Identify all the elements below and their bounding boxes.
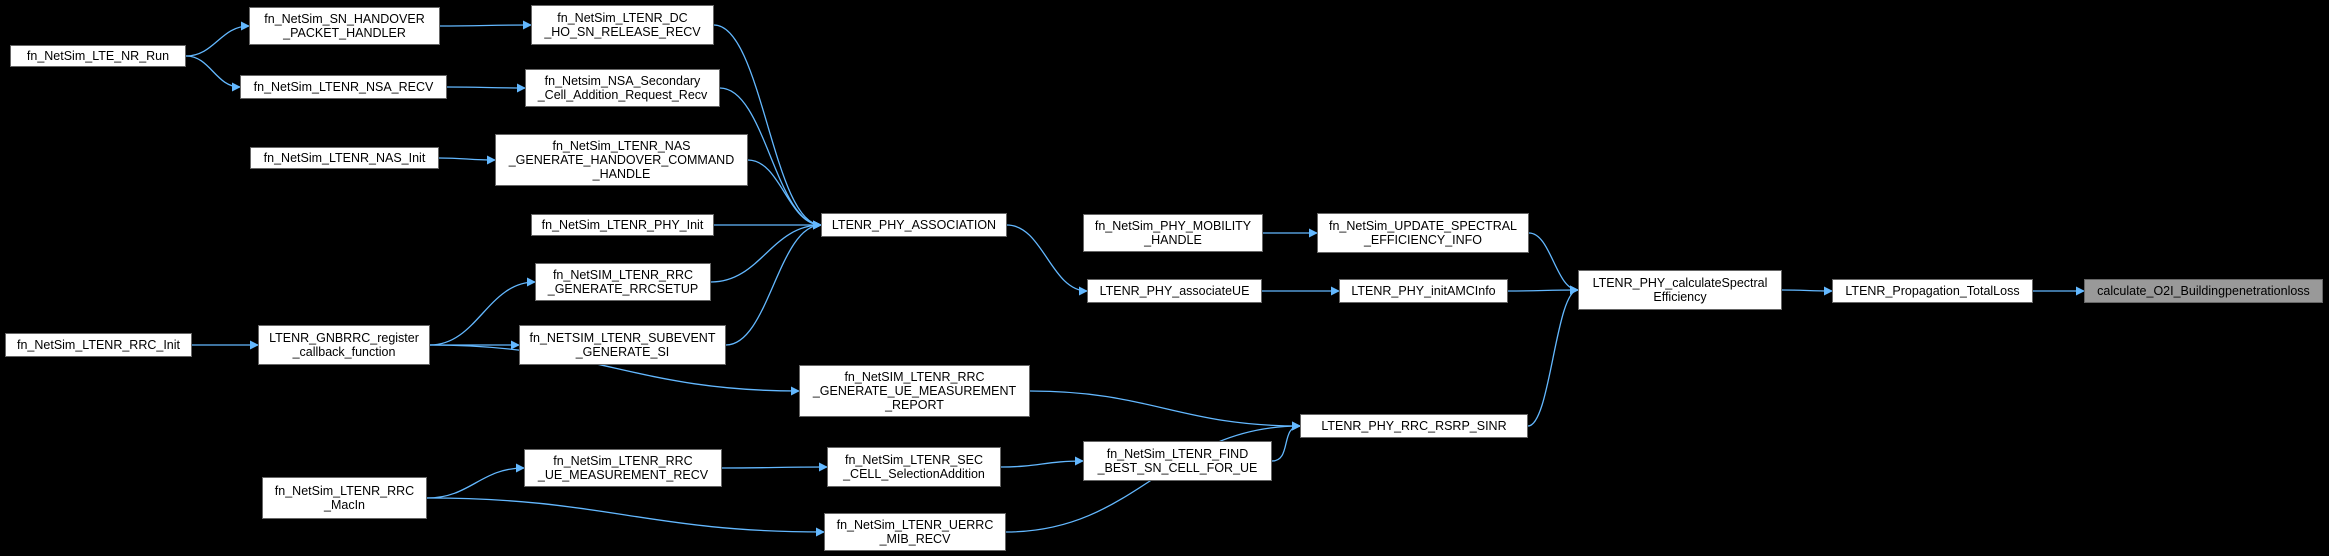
node-fn-netsim-ltenr-dc-ho-sn-release-recv[interactable]: fn_NetSim_LTENR_DC _HO_SN_RELEASE_RECV xyxy=(531,5,714,45)
node-fn-netsim-ltenr-nas-generate-handover-command-handle[interactable]: fn_NetSim_LTENR_NAS _GENERATE_HANDOVER_C… xyxy=(495,134,748,186)
edge-n3-to-n1 xyxy=(185,21,250,57)
edge-n2-to-n9 xyxy=(713,24,822,230)
node-fn-netsim-lte-nr-run[interactable]: fn_NetSim_LTE_NR_Run xyxy=(10,45,186,67)
edge-n15-to-n18 xyxy=(1528,232,1579,295)
node-ltenr-phy-associateue[interactable]: LTENR_PHY_associateUE xyxy=(1087,279,1262,303)
node-fn-netsim-ltenr-nsa-recv[interactable]: fn_NetSim_LTENR_NSA_RECV xyxy=(240,75,447,99)
edge-n12-to-n21 xyxy=(429,344,800,396)
edge-n26-to-n27 xyxy=(426,497,825,537)
node-fn-netsim-ltenr-rrc-macin[interactable]: fn_NetSim_LTENR_RRC _MacIn xyxy=(262,477,427,519)
node-fn-netsim-ltenr-phy-init[interactable]: fn_NetSim_LTENR_PHY_Init xyxy=(531,214,714,236)
edge-n12-to-n10 xyxy=(429,277,536,346)
node-fn-netsim-ltenr-rrc-generate-ue-measurement-report[interactable]: fn_NetSIM_LTENR_RRC _GENERATE_UE_MEASURE… xyxy=(799,365,1030,417)
node-fn-netsim-ltenr-rrc-ue-measurement-recv[interactable]: fn_NetSim_LTENR_RRC _UE_MEASUREMENT_RECV xyxy=(524,449,722,487)
node-ltenr-phy-association[interactable]: LTENR_PHY_ASSOCIATION xyxy=(821,213,1007,237)
node-fn-netsim-ltenr-rrc-generate-rrcsetup[interactable]: fn_NetSIM_LTENR_RRC _GENERATE_RRCSETUP xyxy=(535,263,711,301)
node-fn-netsim-nsa-secondary-cell-addition-request-recv[interactable]: fn_Netsim_NSA_Secondary _Cell_Addition_R… xyxy=(525,69,720,107)
edge-n22-to-n18 xyxy=(1527,285,1579,427)
edge-n9-to-n16 xyxy=(1006,224,1088,296)
node-fn-netsim-ltenr-uerrc-mib-recv[interactable]: fn_NetSim_LTENR_UERRC _MIB_RECV xyxy=(824,513,1006,551)
edge-n7-to-n9 xyxy=(747,159,822,230)
node-ltenr-propagation-totalloss[interactable]: LTENR_Propagation_TotalLoss xyxy=(1832,279,2033,303)
node-fn-netsim-phy-mobility-handle[interactable]: fn_NetSim_PHY_MOBILITY _HANDLE xyxy=(1083,214,1263,252)
node-fn-netsim-ltenr-subevent-generate-si[interactable]: fn_NETSIM_LTENR_SUBEVENT _GENERATE_SI xyxy=(519,325,726,365)
edge-n6-to-n7 xyxy=(438,155,496,165)
edge-n17-to-n18 xyxy=(1507,285,1579,295)
node-fn-netsim-sn-handover-packet-handler[interactable]: fn_NetSim_SN_HANDOVER _PACKET_HANDLER xyxy=(249,7,440,45)
edge-n26-to-n23 xyxy=(426,463,525,499)
edge-n4-to-n5 xyxy=(446,83,526,93)
edge-n21-to-n22 xyxy=(1029,390,1301,431)
node-ltenr-phy-calculatespectral-efficiency[interactable]: LTENR_PHY_calculateSpectral Efficiency xyxy=(1578,270,1782,310)
node-ltenr-phy-initamcinfo[interactable]: LTENR_PHY_initAMCInfo xyxy=(1339,279,1508,303)
edge-n24-to-n25 xyxy=(1000,456,1084,468)
edge-n25-to-n22 xyxy=(1271,421,1301,462)
edge-n18-to-n19 xyxy=(1781,286,1833,296)
edge-n1-to-n2 xyxy=(439,20,532,30)
node-fn-netsim-ltenr-nas-init[interactable]: fn_NetSim_LTENR_NAS_Init xyxy=(250,147,439,169)
node-calculate-o2i-buildingpenetrationloss: calculate_O2I_Buildingpenetrationloss xyxy=(2084,279,2323,303)
edge-n10-to-n9 xyxy=(710,220,822,283)
node-fn-netsim-update-spectral-efficiency-info[interactable]: fn_NetSim_UPDATE_SPECTRAL _EFFICIENCY_IN… xyxy=(1317,213,1529,253)
edge-n3-to-n4 xyxy=(185,55,241,92)
edge-n13-to-n9 xyxy=(725,220,822,346)
node-ltenr-gnbrrc-register-callback-function[interactable]: LTENR_GNBRRC_register _callback_function xyxy=(258,325,430,365)
node-fn-netsim-ltenr-find-best-sn-cell-for-ue[interactable]: fn_NetSim_LTENR_FIND _BEST_SN_CELL_FOR_U… xyxy=(1083,441,1272,481)
node-fn-netsim-ltenr-sec-cell-selectionaddition[interactable]: fn_NetSim_LTENR_SEC _CELL_SelectionAddit… xyxy=(827,447,1001,487)
edge-n23-to-n24 xyxy=(721,462,828,472)
node-ltenr-phy-rrc-rsrp-sinr[interactable]: LTENR_PHY_RRC_RSRP_SINR xyxy=(1300,414,1528,438)
node-fn-netsim-ltenr-rrc-init[interactable]: fn_NetSim_LTENR_RRC_Init xyxy=(5,333,192,357)
